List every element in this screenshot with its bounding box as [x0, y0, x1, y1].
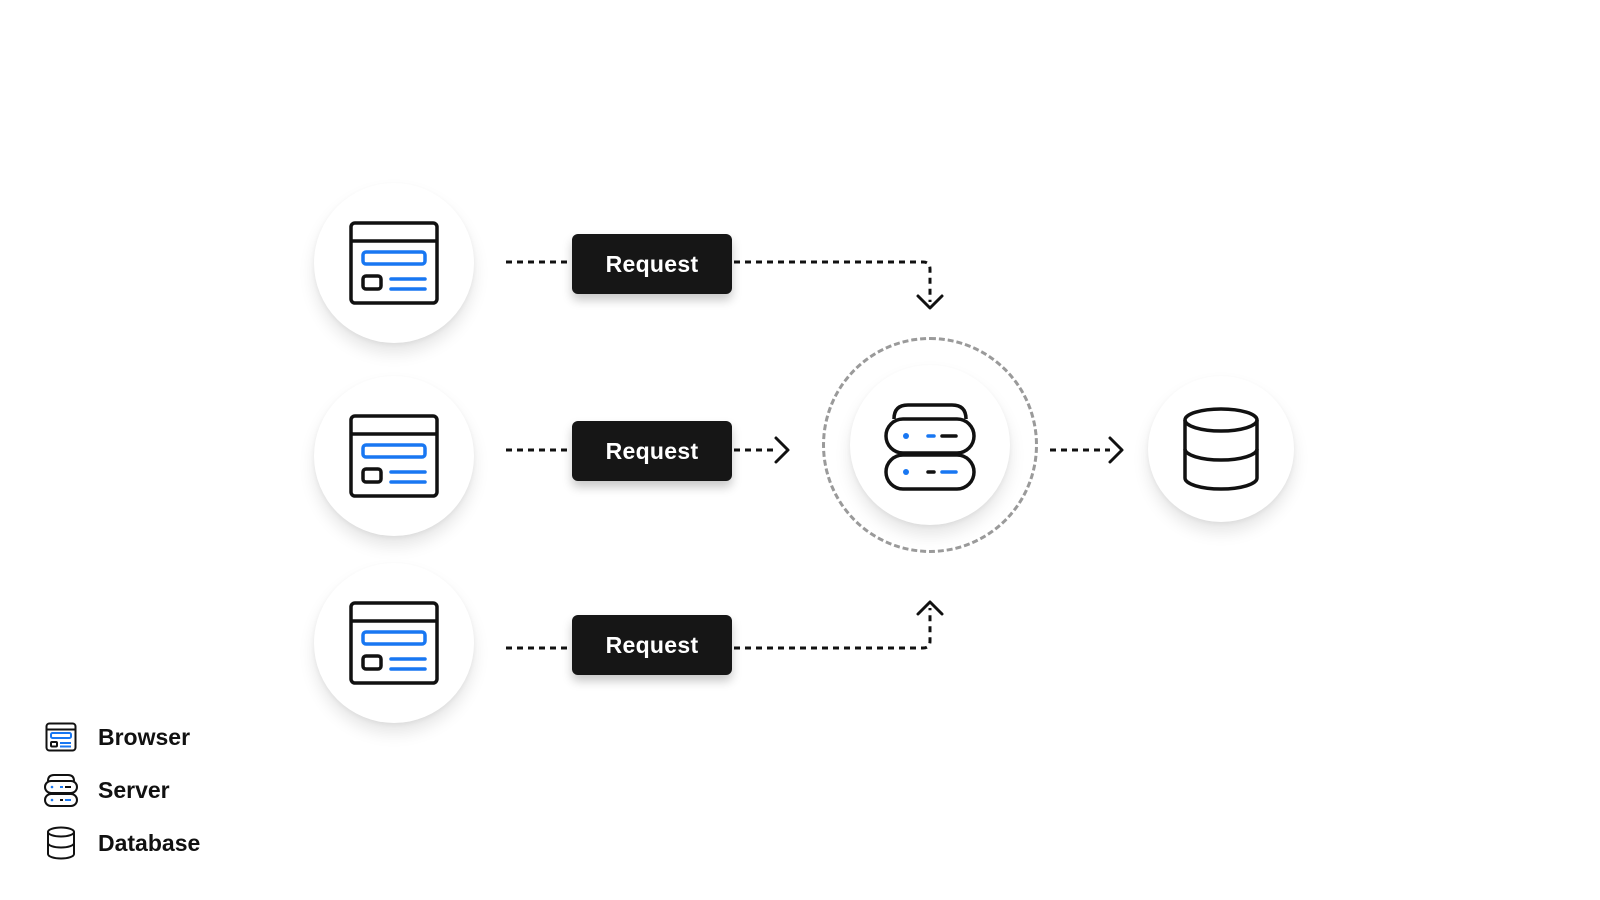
legend-item-database: Database: [42, 826, 200, 860]
browser-node-middle: [314, 376, 474, 536]
browser-window-icon: [349, 414, 439, 498]
request-label-top: Request: [572, 234, 732, 294]
legend-item-browser: Browser: [42, 720, 200, 754]
arrow-down-icon: [916, 294, 944, 310]
browser-window-icon: [349, 601, 439, 685]
legend-item-server: Server: [42, 773, 200, 807]
server-node: [850, 365, 1010, 525]
browser-icon: [42, 718, 80, 756]
request-label-bottom: Request: [572, 615, 732, 675]
legend-label-database: Database: [98, 829, 201, 856]
server-icon: [42, 771, 80, 809]
arrow-right-icon: [1108, 436, 1124, 464]
browser-node-top: [314, 183, 474, 343]
browser-window-icon: [349, 221, 439, 305]
database-icon: [42, 824, 80, 862]
browser-node-bottom: [314, 563, 474, 723]
legend-label-server: Server: [98, 776, 170, 803]
database-cylinder-icon: [1183, 407, 1259, 491]
server-rack-icon: [884, 403, 976, 491]
legend: Browser Server Database: [42, 720, 200, 879]
arrow-right-icon: [774, 436, 790, 464]
request-label-middle: Request: [572, 421, 732, 481]
server-dashed-ring: [822, 337, 1038, 553]
arrow-up-icon: [916, 600, 944, 616]
connector-top-right: [734, 260, 932, 302]
database-node: [1148, 376, 1294, 522]
legend-label-browser: Browser: [98, 723, 191, 750]
connector-bottom-right: [734, 608, 932, 650]
